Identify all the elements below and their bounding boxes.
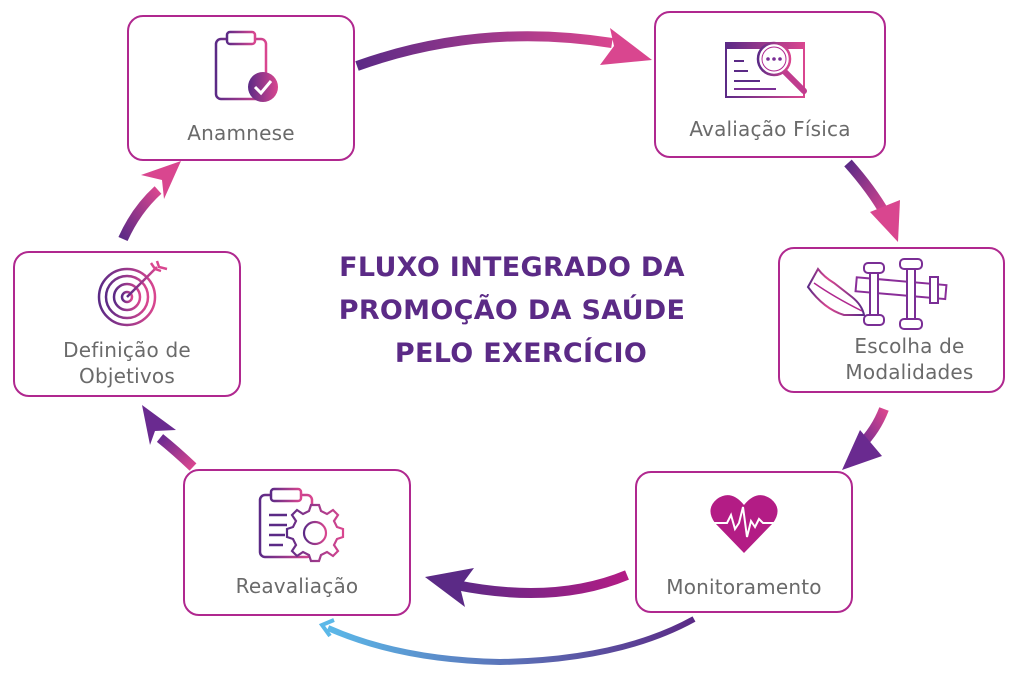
step-label: Definição de Objetivos — [63, 337, 191, 389]
step-label: Anamnese — [187, 121, 295, 145]
step-label: Escolha de Modalidades — [809, 333, 973, 385]
step-monitoramento: Monitoramento — [635, 471, 853, 613]
step-reavaliacao: Reavaliação — [183, 469, 411, 616]
magnifier-document-icon — [725, 41, 807, 98]
clipboard-check-icon — [214, 30, 278, 102]
target-arrow-icon — [97, 260, 168, 327]
clipboard-gear-icon — [258, 487, 345, 563]
arrow-definicao-to-anamnese — [118, 161, 181, 242]
step-escolha-modalidades: Escolha de Modalidades — [778, 247, 1005, 393]
arrow-feedback-monitoramento-to-reavaliacao — [318, 616, 696, 666]
step-label: Reavaliação — [235, 574, 359, 598]
arrow-avaliacao-to-escolha — [844, 159, 900, 242]
sneaker-dumbbells-icon — [806, 258, 948, 330]
diagram-title: FLUXO INTEGRADO DA PROMOÇÃO DA SAÚDE PEL… — [300, 246, 724, 375]
title-line-3: PELO EXERCÍCIO — [394, 338, 648, 369]
title-line-2: PROMOÇÃO DA SAÚDE — [338, 295, 686, 326]
step-label: Avaliação Física — [689, 117, 851, 141]
arrow-escolha-to-monitoramento — [842, 407, 889, 470]
heart-pulse-icon — [710, 495, 778, 553]
step-label-line: Modalidades — [845, 360, 974, 384]
step-label-line: Escolha de — [854, 334, 965, 358]
arrow-monitoramento-to-reavaliacao — [425, 568, 629, 607]
step-label-line: Definição de — [63, 338, 191, 362]
step-definicao-objetivos: Definição de Objetivos — [13, 251, 241, 397]
step-avaliacao-fisica: Avaliação Física — [654, 11, 886, 158]
step-label-line: Objetivos — [79, 364, 175, 388]
arrow-anamnese-to-avaliacao — [355, 28, 652, 71]
title-line-1: FLUXO INTEGRADO DA — [339, 252, 685, 283]
step-anamnese: Anamnese — [127, 15, 355, 161]
step-label: Monitoramento — [666, 575, 822, 599]
arrow-reavaliacao-to-definicao — [142, 405, 197, 471]
